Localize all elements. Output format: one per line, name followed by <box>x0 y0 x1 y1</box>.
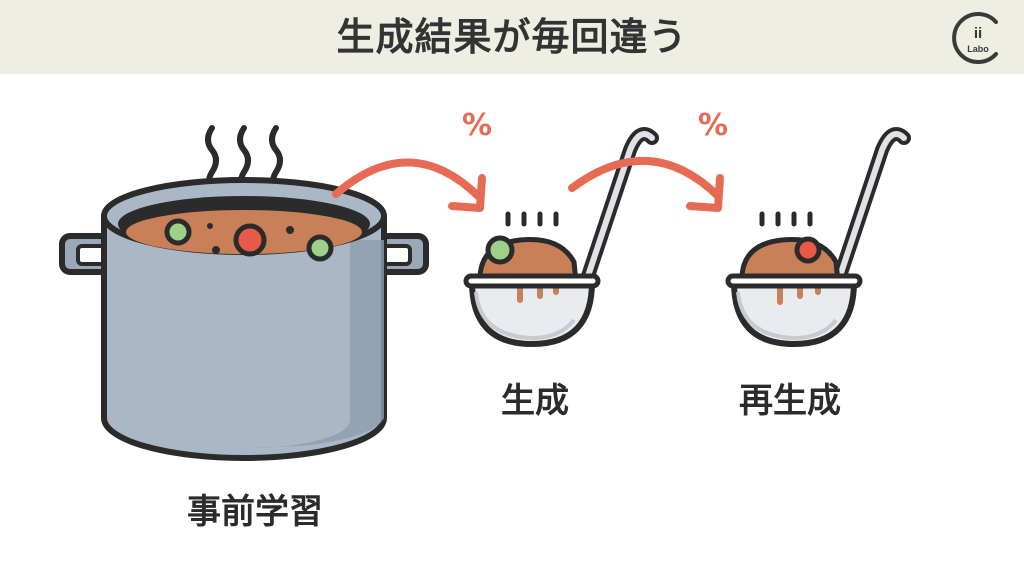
label-regenerate: 再生成 <box>739 381 841 421</box>
ladle-icon <box>725 127 911 348</box>
arrow-icon <box>332 158 486 212</box>
logo-text-bottom: Labo <box>967 44 989 54</box>
label-generate: 生成 <box>501 381 569 421</box>
label-pretraining: 事前学習 <box>187 492 323 532</box>
percent-symbol-2: % <box>697 108 729 143</box>
logo-text-top: ii <box>974 25 982 42</box>
chii-labo-logo-icon: ii Labo <box>952 12 998 64</box>
ladle-icon <box>463 127 659 348</box>
percent-symbol-1: % <box>461 108 493 143</box>
arrow-icon <box>568 157 724 212</box>
page-title: 生成結果が毎回違う <box>336 15 688 59</box>
stew-pot-icon <box>59 125 429 461</box>
header-bar <box>0 0 1024 74</box>
